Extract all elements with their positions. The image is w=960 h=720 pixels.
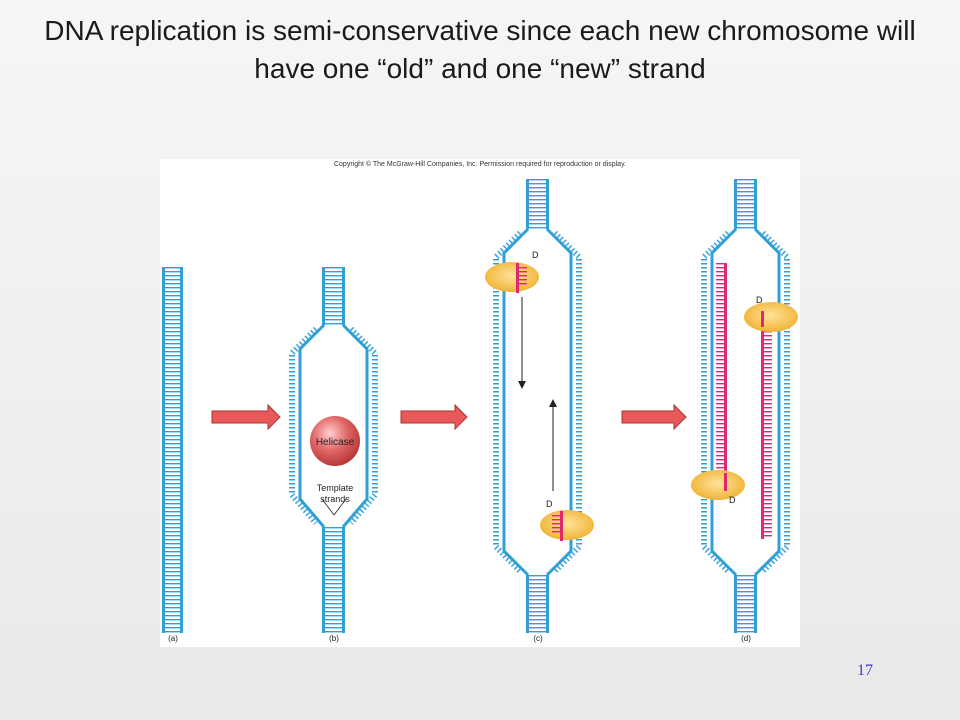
- polymerase-d-bottom: [691, 470, 745, 500]
- copyright-notice: Copyright © The McGraw-Hill Companies, I…: [333, 161, 626, 168]
- panel-d-bubble: [701, 179, 790, 633]
- polymerase-c-top: [485, 262, 539, 293]
- panel-label-a: (a): [168, 634, 178, 643]
- panel-label-c: (c): [533, 634, 543, 643]
- polymerase-label-c-top: D: [532, 250, 539, 260]
- helicase-label: Helicase: [316, 437, 355, 448]
- polymerase-label-c-bottom: D: [546, 499, 553, 509]
- dna-replication-figure: Helicase Template strands D: [160, 159, 800, 647]
- new-strand-right: [761, 311, 772, 539]
- polymerase-label-d-bottom: D: [729, 495, 736, 505]
- template-label-line2: strands: [320, 494, 350, 504]
- helicase-enzyme: [310, 416, 360, 466]
- replication-diagram-svg: Helicase Template strands D: [162, 179, 798, 643]
- panel-a-duplex: [162, 267, 183, 633]
- process-arrow-3: [621, 403, 687, 431]
- new-strand-left: [716, 263, 727, 491]
- polymerase-c-bottom: [540, 510, 594, 541]
- polymerase-d-top: [744, 302, 798, 332]
- process-arrow-1: [211, 403, 281, 431]
- page-number: 17: [857, 662, 873, 679]
- panel-label-d: (d): [741, 634, 751, 643]
- panel-c-bubble: [493, 179, 582, 633]
- panel-label-b: (b): [329, 634, 339, 643]
- template-label-line1: Template: [317, 483, 354, 493]
- process-arrow-2: [400, 403, 468, 431]
- slide-title: DNA replication is semi-conservative sin…: [44, 15, 916, 84]
- panel-b-bubble: [289, 267, 378, 633]
- polymerase-label-d-top: D: [756, 295, 763, 305]
